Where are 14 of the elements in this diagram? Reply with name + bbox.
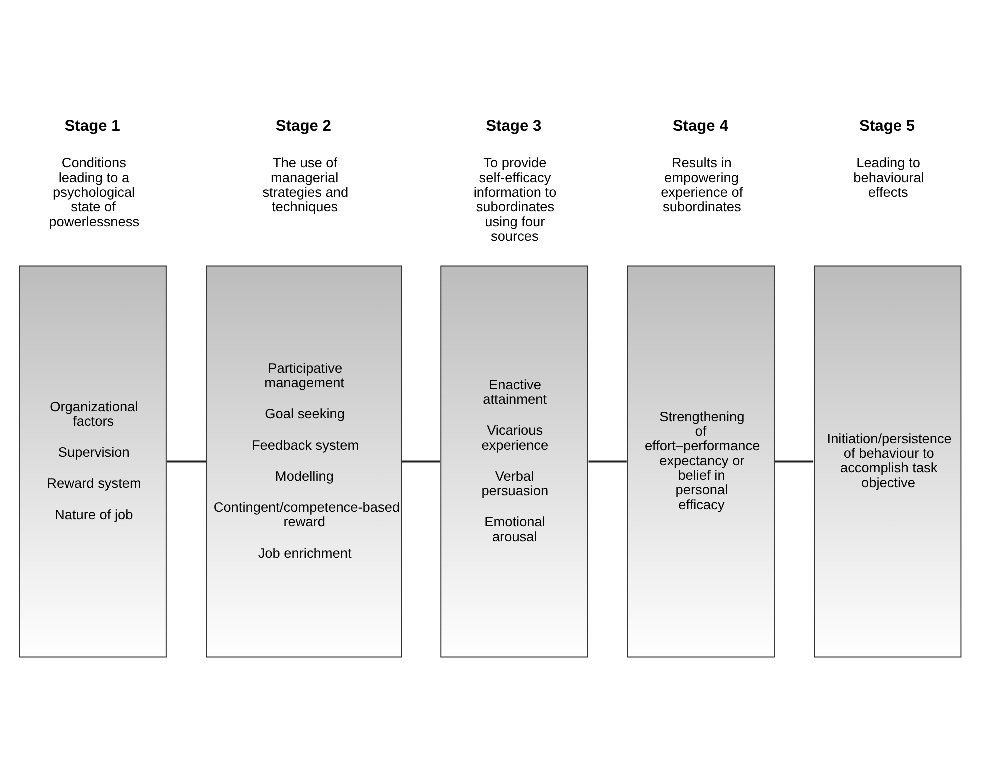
node-label: Results in empowering experience of subordinates <box>661 156 744 215</box>
node-label: Leading to behavioural effects <box>854 156 924 200</box>
connector <box>588 460 627 463</box>
node-label: Stage 5 <box>860 118 916 136</box>
node-label: To provide self-efficacy information to subordinates using four sources <box>474 156 557 244</box>
connector <box>402 460 440 463</box>
node-label: Stage 2 <box>276 118 332 136</box>
node-label: Stage 4 <box>672 118 728 136</box>
connector <box>775 460 814 463</box>
node-label: The use of managerial strategies and techniques <box>262 156 349 215</box>
node-label: Stage 3 <box>486 118 542 136</box>
node-label: Conditions leading to a psychological state of powerlessness <box>49 156 140 230</box>
connector <box>167 460 206 463</box>
node-label: Stage 1 <box>64 118 120 136</box>
